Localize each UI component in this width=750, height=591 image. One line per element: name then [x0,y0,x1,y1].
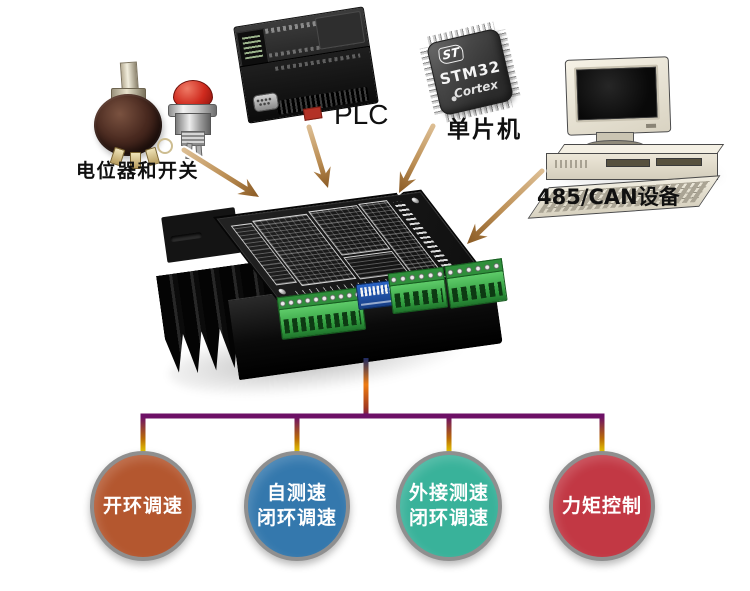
push-button-thread [181,131,205,146]
potentiometer-lug [130,152,141,169]
mode-label-line: 外接测速 [408,482,489,505]
plc-label: PLC [334,99,389,130]
floppy-drive [606,159,650,167]
arrow-plc-to-driver [304,122,333,190]
arrow-mcu-to-driver [397,121,438,195]
mode-label-line: 开环调速 [102,494,183,517]
mode-label-line: 闭环调速 [256,507,337,529]
computer-illustration [527,56,746,219]
mode-label-line: 闭环调速 [408,507,489,529]
potentiometer-wire-loop [157,138,173,154]
mode-circle-torque-control: 力矩控制 [549,451,655,561]
mode-circle-external-speed-closed-loop: 外接测速闭环调速 [396,451,502,561]
mode-circle-open-loop: 开环调速 [90,451,196,561]
rs485-can-label: 485/CAN设备 [537,185,680,209]
potentiometer-body [94,94,162,156]
mcu-label: 单片机 [447,117,522,143]
potentiometer-switch-label: 电位器和开关 [76,160,200,182]
floppy-drive [656,158,702,166]
mode-circle-self-speed-closed-loop: 自测速闭环调速 [244,451,350,561]
arrow-485-to-driver [465,166,547,246]
connection-tree [140,358,605,456]
mode-label-line: 自测速 [266,482,327,505]
mode-label-line: 力矩控制 [561,494,642,517]
arrow-pot-to-driver [179,145,261,199]
